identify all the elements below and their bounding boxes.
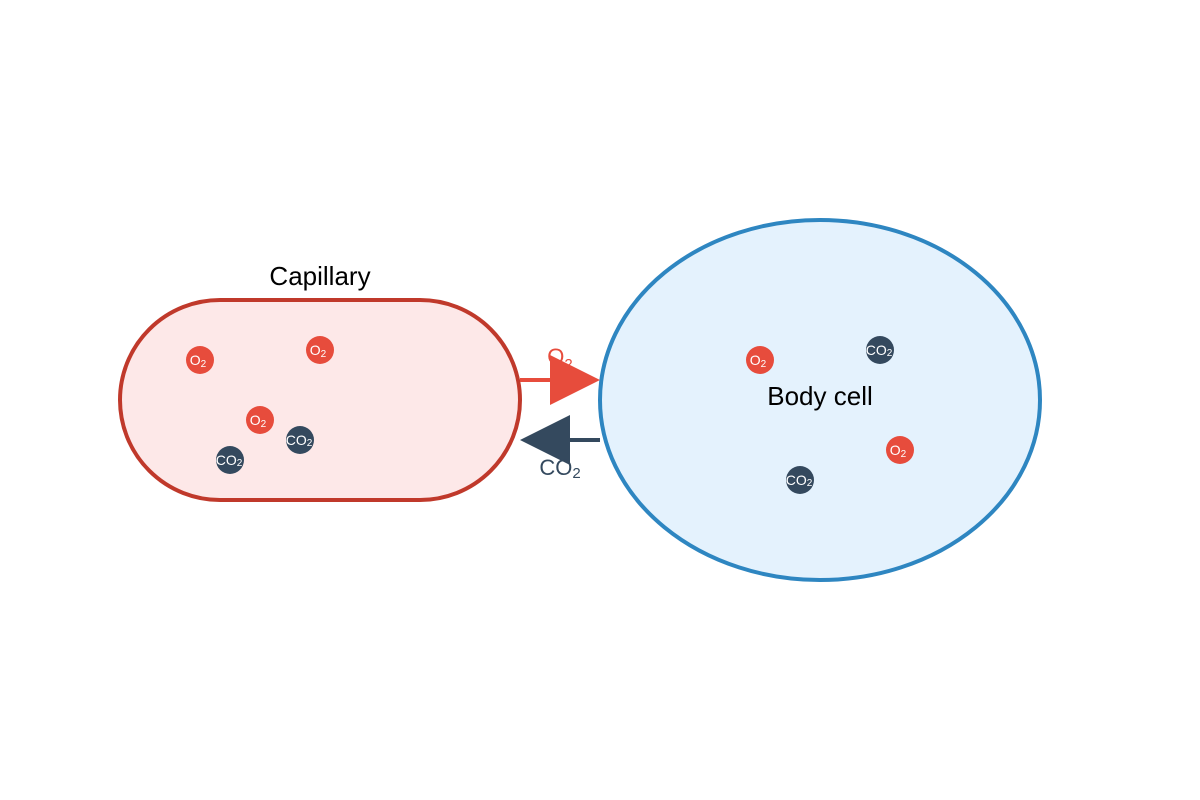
oxygen-arrow-head <box>550 355 600 405</box>
carbon-dioxide-molecule-circle <box>286 426 314 454</box>
oxygen-molecule: O2 <box>306 336 334 364</box>
carbon-dioxide-arrow-head <box>520 415 570 465</box>
carbon-dioxide-molecule-circle <box>786 466 814 494</box>
oxygen-molecule-circle <box>306 336 334 364</box>
carbon-dioxide-molecule-label: CO2 <box>286 432 313 449</box>
oxygen-symbol: O <box>190 352 201 368</box>
carbon-dioxide-symbol: CO <box>866 342 887 358</box>
oxygen-molecule: O2 <box>746 346 774 374</box>
oxygen-arrow: O2 <box>520 344 600 405</box>
oxygen-molecule-circle <box>186 346 214 374</box>
oxygen-molecule-circle <box>886 436 914 464</box>
oxygen-molecule: O2 <box>186 346 214 374</box>
carbon-dioxide-molecule: CO2 <box>286 426 314 454</box>
carbon-dioxide-molecule-label: CO2 <box>216 452 243 469</box>
carbon-dioxide-molecule: CO2 <box>786 466 814 494</box>
oxygen-molecule-label: O2 <box>310 342 327 360</box>
carbon-dioxide-symbol: CO <box>216 452 237 468</box>
oxygen-symbol: O <box>250 412 261 428</box>
carbon-dioxide-molecule: CO2 <box>216 446 244 474</box>
oxygen-subscript: 2 <box>201 359 207 370</box>
carbon-dioxide-subscript: 2 <box>237 458 243 469</box>
carbon-dioxide-arrow-label: CO2 <box>539 455 580 482</box>
carbon-dioxide-arrow-subscript: 2 <box>572 465 580 482</box>
body-cell-label: Body cell <box>767 381 873 411</box>
capillary-label: Capillary <box>269 261 370 291</box>
carbon-dioxide-molecule-label: CO2 <box>866 342 893 359</box>
capillary <box>118 298 522 502</box>
carbon-dioxide-molecule-label: CO2 <box>786 472 813 489</box>
oxygen-molecule-label: O2 <box>250 412 267 430</box>
carbon-dioxide-subscript: 2 <box>807 478 813 489</box>
carbon-dioxide-symbol: CO <box>786 472 807 488</box>
carbon-dioxide-molecule-circle <box>216 446 244 474</box>
body-cell <box>598 218 1042 582</box>
carbon-dioxide-molecule: CO2 <box>866 336 894 364</box>
oxygen-molecule-circle <box>246 406 274 434</box>
carbon-dioxide-arrow: CO2 <box>520 415 600 482</box>
oxygen-subscript: 2 <box>261 419 267 430</box>
oxygen-subscript: 2 <box>901 449 907 460</box>
oxygen-subscript: 2 <box>321 349 327 360</box>
oxygen-molecule-label: O2 <box>890 442 907 460</box>
oxygen-symbol: O <box>310 342 321 358</box>
carbon-dioxide-subscript: 2 <box>307 438 313 449</box>
oxygen-symbol: O <box>750 352 761 368</box>
oxygen-molecule-label: O2 <box>190 352 207 370</box>
oxygen-molecule: O2 <box>886 436 914 464</box>
carbon-dioxide-arrow-symbol: CO <box>539 455 572 480</box>
carbon-dioxide-symbol: CO <box>286 432 307 448</box>
oxygen-molecule-label: O2 <box>750 352 767 370</box>
oxygen-symbol: O <box>890 442 901 458</box>
oxygen-molecule-circle <box>746 346 774 374</box>
carbon-dioxide-molecule-circle <box>866 336 894 364</box>
oxygen-molecule: O2 <box>246 406 274 434</box>
oxygen-subscript: 2 <box>761 359 767 370</box>
carbon-dioxide-subscript: 2 <box>887 348 893 359</box>
